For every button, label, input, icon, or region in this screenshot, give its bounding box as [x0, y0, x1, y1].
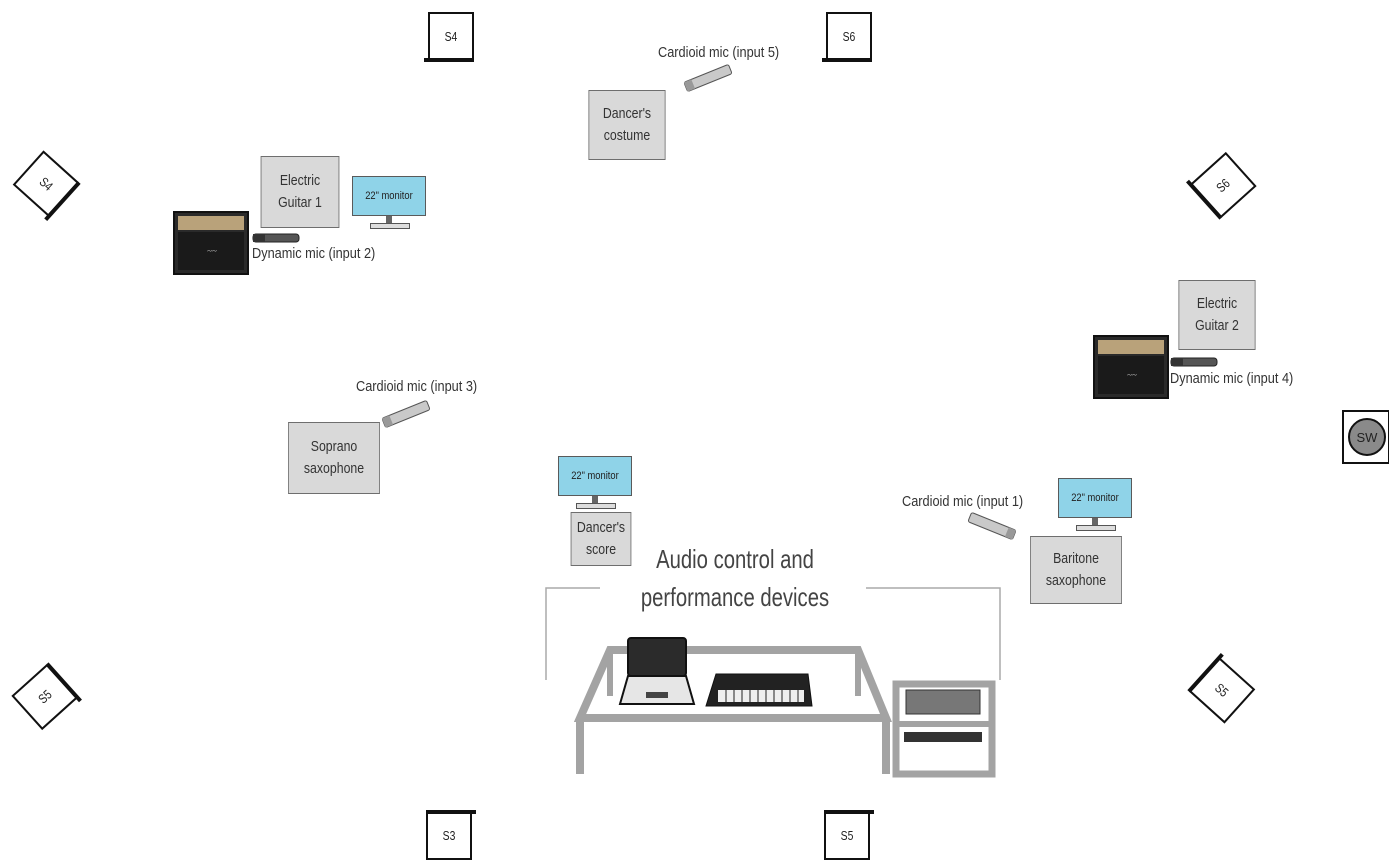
dynamic-mic-2-icon — [252, 233, 300, 243]
speaker-s3-bottom: S3 — [424, 806, 476, 864]
instrument-label: Dancer's — [602, 105, 652, 122]
subwoofer: SW — [1342, 410, 1389, 464]
speaker-label: S4 — [36, 173, 56, 194]
instrument-label: Electric — [1196, 295, 1238, 312]
mic-label-input4: Dynamic mic (input 4) — [1170, 370, 1294, 387]
guitar-amp-1-icon: ~~ — [173, 211, 249, 275]
instrument-label: Soprano — [310, 438, 358, 455]
mic-label-input2: Dynamic mic (input 2) — [252, 245, 376, 262]
control-area-bracket — [545, 587, 1001, 680]
speaker-label: S6 — [842, 28, 856, 44]
speaker-s4-left: S4 — [7, 146, 85, 223]
dynamic-mic-4-icon — [1170, 357, 1218, 367]
monitor-label: 22" monitor — [571, 470, 619, 482]
instrument-label: Baritone — [1053, 550, 1099, 567]
speaker-label: S5 — [840, 828, 854, 844]
monitor-label: 22" monitor — [1071, 492, 1119, 504]
title-line: Audio control and — [656, 544, 814, 574]
guitar-amp-2-icon: ~~ — [1093, 335, 1169, 399]
cardioid-mic-5-icon — [683, 64, 733, 92]
instrument-label: saxophone — [303, 460, 365, 477]
control-table — [573, 646, 892, 774]
cardioid-mic-3-icon — [381, 400, 431, 428]
svg-text:~~: ~~ — [1127, 370, 1137, 380]
mic-label-input3: Cardioid mic (input 3) — [356, 378, 478, 395]
instrument-label: costume — [603, 127, 651, 144]
svg-text:~~: ~~ — [207, 246, 217, 256]
laptop-icon — [618, 637, 696, 705]
speaker-label: S6 — [1213, 175, 1234, 195]
instrument-label: Dancer's — [576, 519, 626, 536]
baritone-saxophone-box: Baritone saxophone — [1030, 536, 1122, 604]
speaker-label: S4 — [444, 28, 458, 44]
speaker-s5-bottom: S5 — [822, 806, 874, 864]
dancer-costume-box: Dancer's costume — [588, 90, 666, 160]
instrument-label: Electric — [279, 172, 321, 189]
title-line: performance devices — [640, 582, 830, 612]
cardioid-mic-1-icon — [967, 512, 1017, 540]
monitor-guitar1: 22" monitor — [352, 176, 426, 236]
mic-label-input1: Cardioid mic (input 1) — [902, 493, 1024, 510]
soprano-saxophone-box: Soprano saxophone — [288, 422, 380, 494]
equipment-rack — [892, 680, 996, 778]
speaker-label: S5 — [34, 687, 55, 707]
monitor-baritone: 22" monitor — [1058, 478, 1132, 538]
monitor-score: 22" monitor — [558, 456, 632, 516]
instrument-label: score — [585, 541, 617, 558]
speaker-s5-right: S5 — [1183, 650, 1261, 727]
speaker-s4-top: S4 — [424, 8, 476, 66]
instrument-label: saxophone — [1045, 572, 1107, 589]
speaker-label: S3 — [442, 828, 456, 844]
instrument-label: Guitar 1 — [278, 194, 322, 211]
monitor-label: 22" monitor — [365, 190, 413, 202]
mic-label-input5: Cardioid mic (input 5) — [658, 44, 780, 61]
dancer-score-box: Dancer's score — [570, 512, 632, 566]
speaker-s5-left: S5 — [7, 658, 85, 735]
speaker-s6-top: S6 — [822, 8, 874, 66]
speaker-label: S5 — [1212, 680, 1232, 701]
keyboard-icon — [705, 673, 813, 707]
speaker-s6-right: S6 — [1183, 146, 1261, 223]
control-area-title: Audio control and performance devices — [630, 540, 841, 616]
subwoofer-label: SW — [1348, 418, 1386, 456]
instrument-label: Guitar 2 — [1195, 317, 1239, 334]
